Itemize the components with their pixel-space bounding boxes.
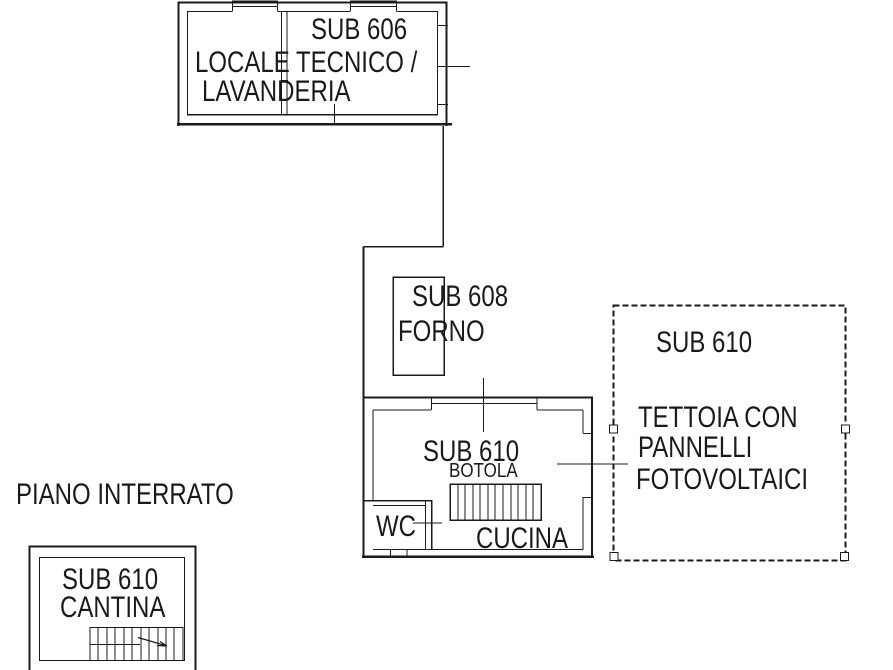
wc-label: WC <box>376 510 416 543</box>
locale-tecnico-name-line2: LAVANDERIA <box>202 75 351 108</box>
forno-outline <box>392 276 445 376</box>
botola-label: BOTOLA <box>449 460 518 482</box>
locale-tecnico-name-line1: LOCALE TECNICO / <box>195 46 418 79</box>
plan-title: PIANO INTERRATO <box>16 478 234 511</box>
wc-walls <box>363 499 442 550</box>
tettoia-outline <box>608 304 851 562</box>
tettoia-name-line3: FOTOVOLTAICI <box>636 463 809 496</box>
tettoia-name-line2: PANNELLI <box>638 431 753 464</box>
cantina-stairs <box>89 626 184 662</box>
room-locale-tecnico-walls <box>177 0 470 126</box>
cucina-name-label: CUCINA <box>476 522 569 555</box>
forno-name-label: FORNO <box>398 315 485 348</box>
tettoia-name-line1: TETTOIA CON <box>638 401 798 434</box>
locale-tecnico-unit-label: SUB 606 <box>311 13 408 46</box>
cantina-name-label: CANTINA <box>60 591 166 624</box>
forno-unit-label: SUB 608 <box>412 280 509 313</box>
room-cucina-walls <box>362 246 628 558</box>
botola-stairs <box>449 483 542 521</box>
corridor-walls <box>363 126 444 248</box>
cucina-unit-label: SUB 610 <box>423 435 520 468</box>
tettoia-unit-label: SUB 610 <box>656 326 753 359</box>
cantina-unit-label: SUB 610 <box>62 563 159 596</box>
